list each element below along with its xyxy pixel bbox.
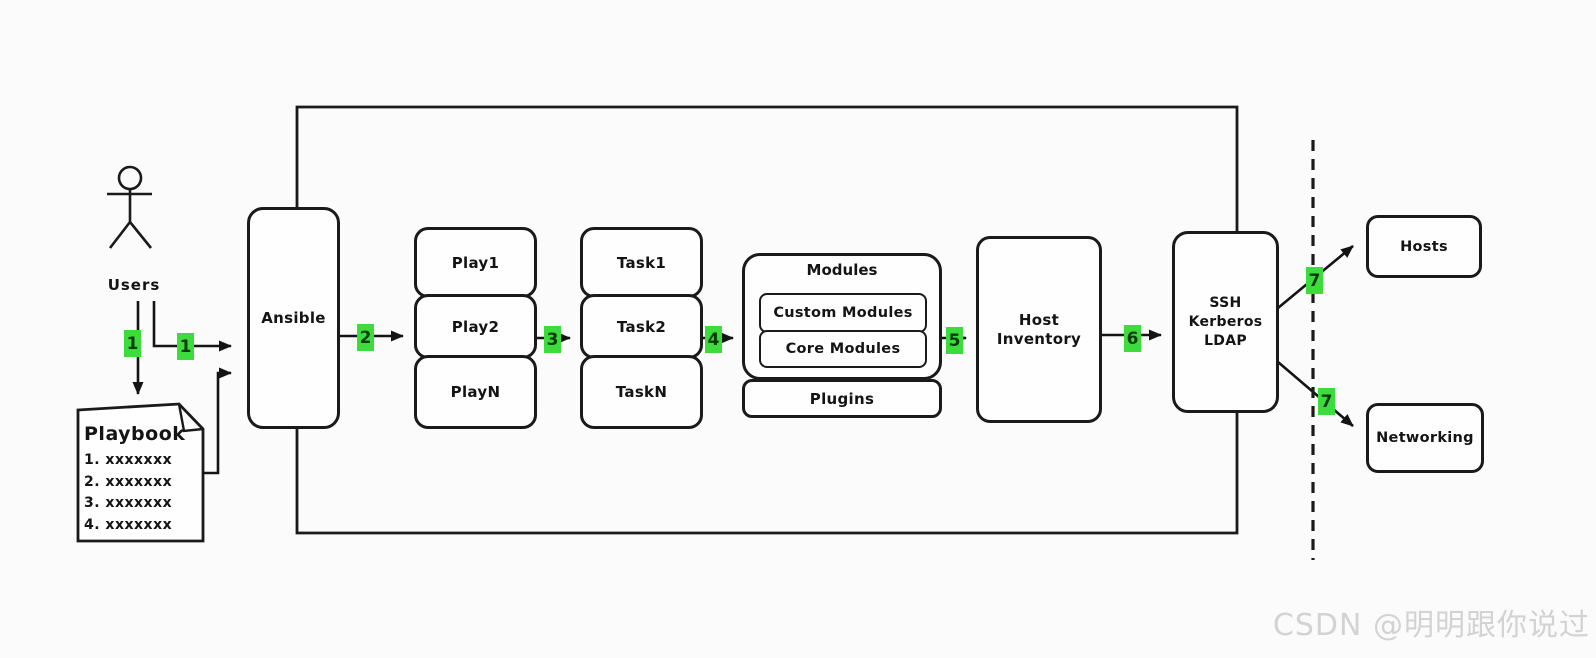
core-modules-node: Core Modules <box>759 330 927 368</box>
users-label: Users <box>107 276 161 294</box>
playbook-lines: 1. xxxxxxx 2. xxxxxxx 3. xxxxxxx 4. xxxx… <box>84 450 202 536</box>
task2-node: Task2 <box>580 294 703 359</box>
step-badge-5: 5 <box>946 327 963 354</box>
networking-node: Networking <box>1366 403 1484 473</box>
step-badge-6: 6 <box>1124 325 1141 352</box>
plugins-node: Plugins <box>742 379 942 418</box>
arrow-ssh-to-networking <box>1277 361 1354 427</box>
modules-group-title: Modules <box>806 261 878 279</box>
step-badge-1-users: 1 <box>124 330 141 357</box>
custom-modules-node: Custom Modules <box>759 293 927 333</box>
step-badge-3: 3 <box>544 326 561 353</box>
arrow-users-to-ansible <box>152 301 232 352</box>
playbook-document-shape <box>76 402 205 543</box>
step-badge-4: 4 <box>705 326 722 353</box>
step-badge-7-networking: 7 <box>1318 388 1335 415</box>
playN-node: PlayN <box>414 355 537 429</box>
playbook-line: 4. xxxxxxx <box>84 516 173 533</box>
play2-node: Play2 <box>414 294 537 359</box>
arrow-playbook-to-ansible <box>203 367 232 475</box>
ssh-kerberos-ldap-node: SSH Kerberos LDAP <box>1172 231 1279 413</box>
step-badge-2: 2 <box>357 324 374 351</box>
hosts-node: Hosts <box>1366 215 1482 278</box>
step-badge-1-ansible: 1 <box>177 333 194 360</box>
step-badge-7-hosts: 7 <box>1306 267 1323 294</box>
playbook-title: Playbook <box>84 423 186 445</box>
host-inventory-node: Host Inventory <box>976 236 1102 423</box>
playbook-line: 3. xxxxxxx <box>84 495 173 511</box>
csdn-watermark: CSDN @明明跟你说过 <box>1272 608 1590 643</box>
task1-node: Task1 <box>580 227 703 298</box>
play1-node: Play1 <box>414 227 537 298</box>
user-actor-icon <box>107 165 153 249</box>
playbook-line: 1. xxxxxxx <box>84 452 173 468</box>
boundary-outline <box>295 105 1239 535</box>
ansible-node: Ansible <box>247 207 340 429</box>
playbook-line: 2. xxxxxxx <box>84 473 173 490</box>
taskN-node: TaskN <box>580 355 703 429</box>
